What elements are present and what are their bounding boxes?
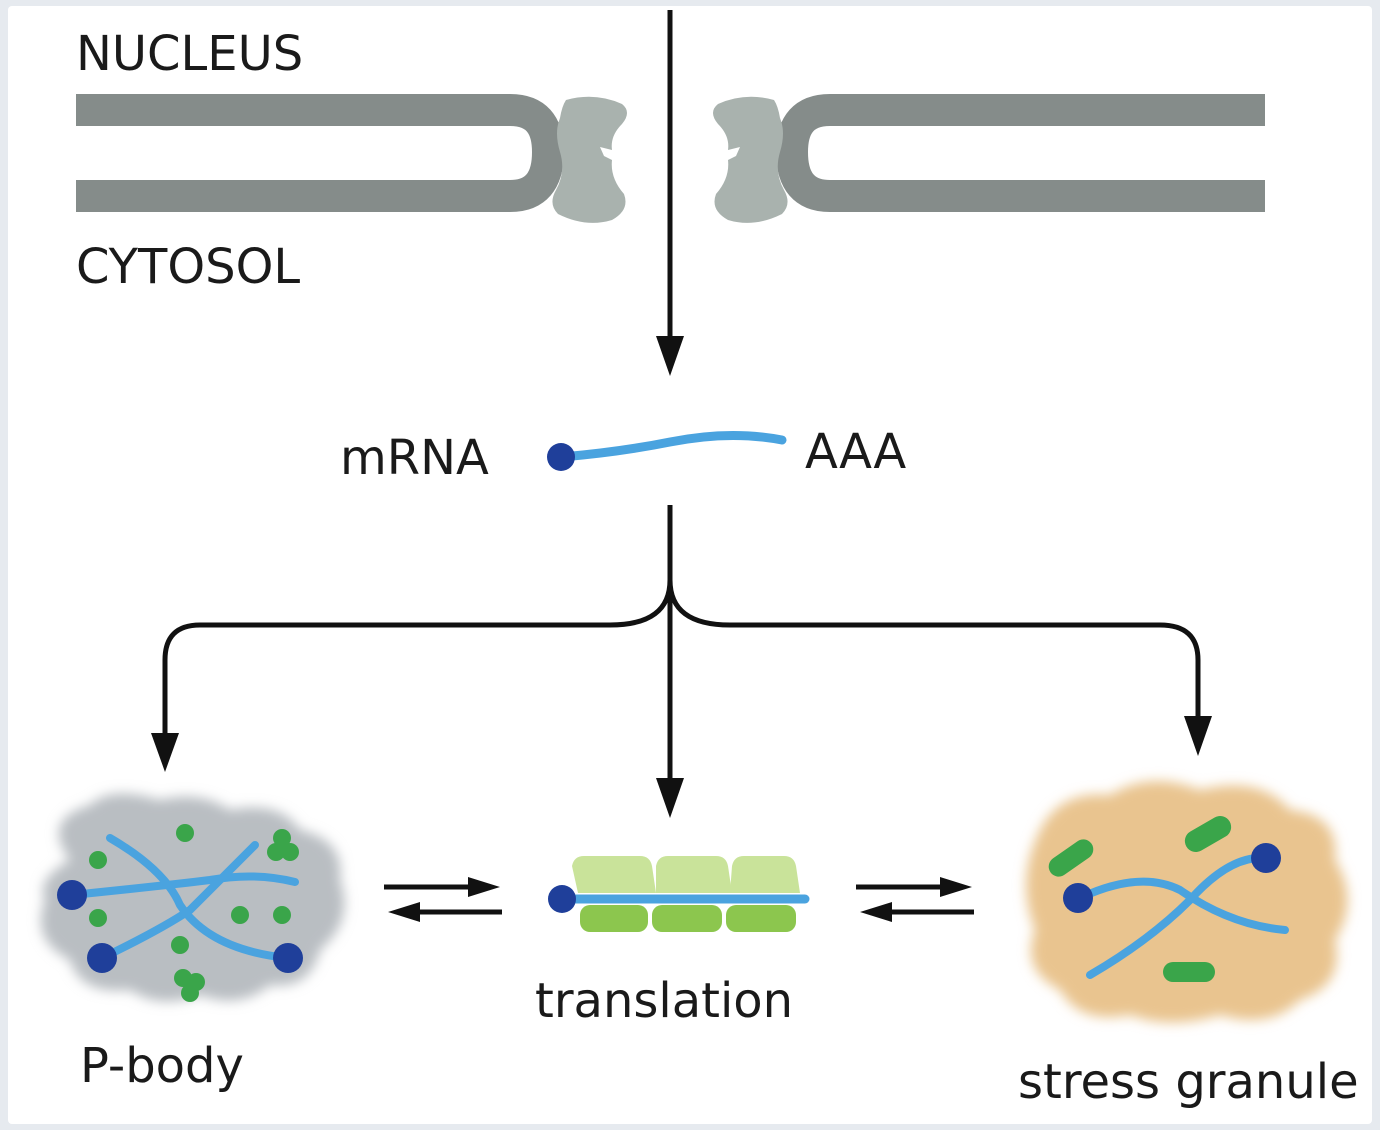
mrna-strand <box>557 430 787 462</box>
membrane-right <box>776 94 1265 212</box>
translating-mrna <box>548 856 810 932</box>
ribosome-small-subunits <box>580 905 796 932</box>
stress-granule-proteins <box>1048 816 1232 982</box>
arrowhead-p-body <box>151 733 179 772</box>
arrowhead-stress-granule <box>1184 716 1212 756</box>
p-body-label: P-body <box>80 1038 244 1094</box>
stress-granule-caps <box>1063 843 1281 913</box>
translation-label: translation <box>535 973 793 1029</box>
mrna-cap <box>547 443 575 471</box>
stress-granule-label: stress granule <box>1018 1054 1359 1110</box>
membrane-left <box>76 94 564 212</box>
p-body-proteins <box>89 824 299 1002</box>
mrna-label: mRNA <box>340 430 489 486</box>
nuclear-envelope <box>76 94 1265 223</box>
stress-granule-rna-strands <box>1076 853 1289 979</box>
arrowhead-translation <box>656 778 684 818</box>
p-body <box>40 793 345 1002</box>
poly-a-label: AAA <box>805 424 906 480</box>
translation-mrna-cap <box>548 885 576 913</box>
export-arrowhead <box>656 336 684 376</box>
nuclear-pore-left <box>552 96 627 223</box>
panel-background <box>8 6 1372 1124</box>
branch-arrows <box>162 505 1201 780</box>
mrna-molecule <box>547 430 787 471</box>
arrow-to-p-body <box>162 579 673 735</box>
ribosome-large-subunits <box>572 856 800 893</box>
equilibrium-arrows-right <box>856 877 974 922</box>
equilibrium-arrows-left <box>384 877 502 922</box>
arrow-to-stress-granule <box>667 579 1201 718</box>
p-body-caps <box>57 880 303 973</box>
stress-granule <box>1026 781 1348 1023</box>
p-body-rna-strands <box>68 834 299 962</box>
nuclear-pore-right <box>713 96 788 223</box>
cytosol-label: CYTOSOL <box>76 239 300 295</box>
nucleus-label: NUCLEUS <box>76 26 303 82</box>
